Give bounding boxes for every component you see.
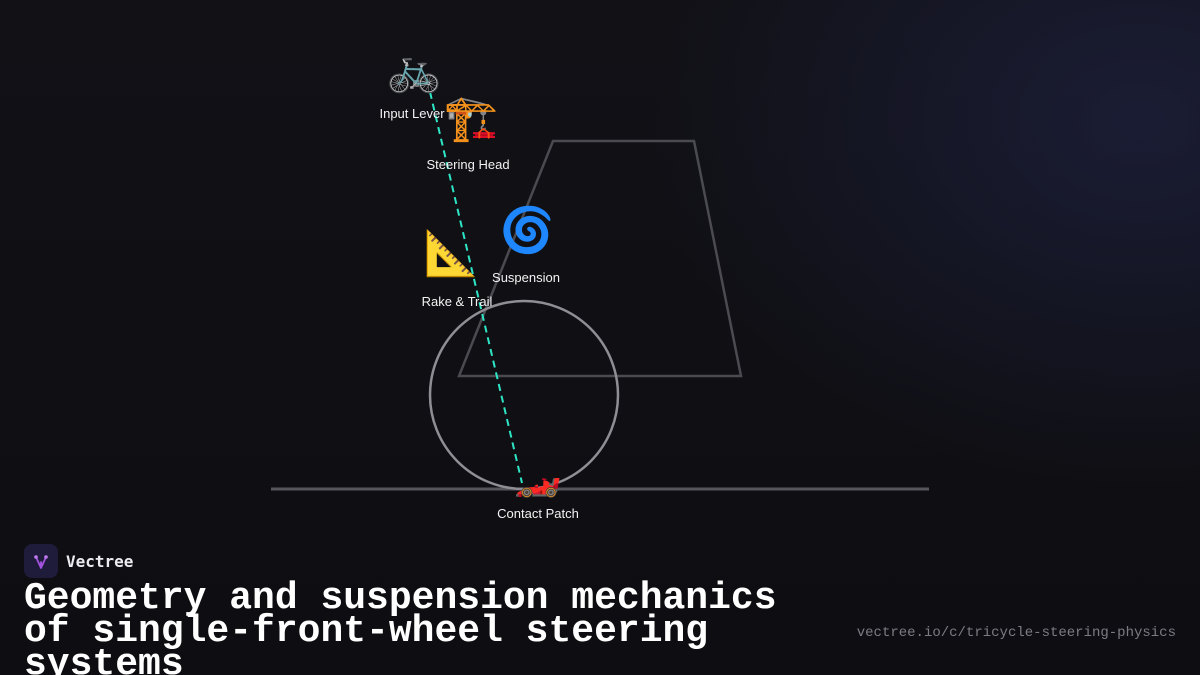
steering-head-label: Steering Head [426,157,510,172]
race-car-icon: 🏎️ [514,457,562,499]
bicycle-icon: 🚲 [386,45,442,94]
brand: Vectree [24,544,133,578]
construction-crane-icon: 🏗️ [443,94,499,143]
page-title: Geometry and suspension mechanics of sin… [24,577,777,675]
frame-trapezoid [457,139,743,378]
branching-tree-icon [24,544,58,578]
source-url: vectree.io/c/tricycle-steering-physics [856,625,1176,641]
steering-axis-line [429,91,523,484]
front-wheel [428,299,620,491]
brand-name: Vectree [66,551,134,571]
cyclone-icon: 🌀 [499,206,555,255]
rake-trail-label: Rake & Trail [421,294,493,309]
contact-patch-label: Contact Patch [497,506,579,521]
suspension-label: Suspension [492,270,560,285]
triangular-ruler-icon: 📐 [423,229,479,278]
input-lever-label: Input Lever [379,106,445,121]
